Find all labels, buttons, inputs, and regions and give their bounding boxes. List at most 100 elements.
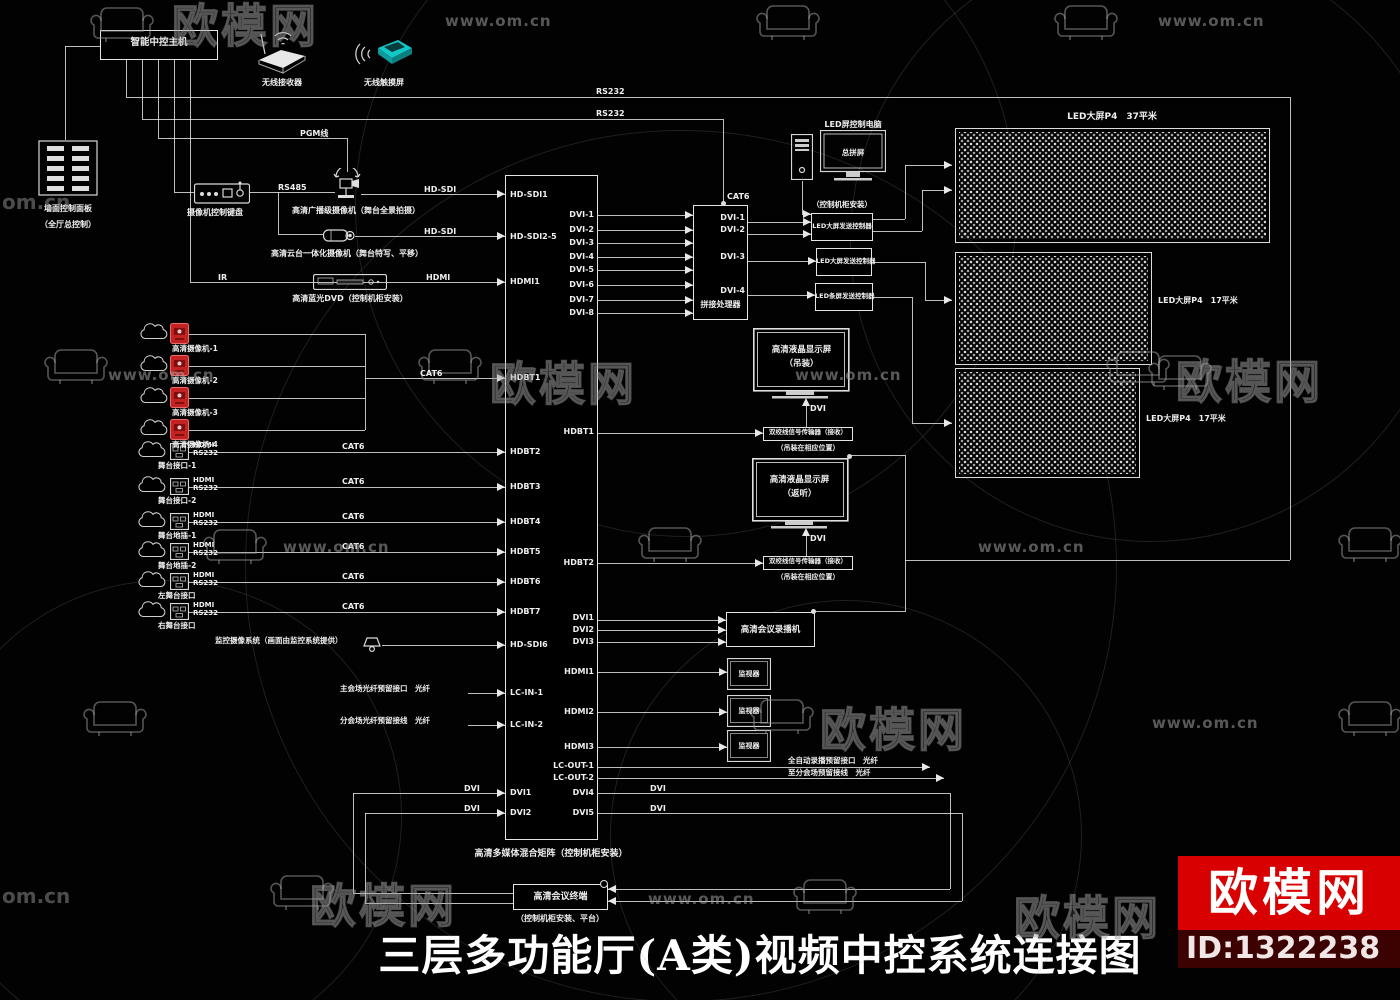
watermark-url: www.om.cn — [108, 366, 215, 384]
matrix-port-in: LC-IN-1 — [510, 688, 544, 697]
wire — [873, 231, 922, 232]
led-screen-3 — [955, 368, 1140, 478]
matrix-port-in: HDBT3 — [510, 482, 541, 491]
wire — [962, 813, 963, 901]
sofa-watermark-icon — [44, 346, 108, 386]
matrix-port-out: DVI4 — [572, 788, 594, 797]
junction-node — [600, 880, 608, 888]
hd-camera-4-label: 高清摄像机-4 — [172, 440, 218, 449]
wire — [347, 138, 348, 172]
sofa-watermark-icon — [793, 876, 857, 916]
sofa-watermark-icon — [270, 872, 334, 912]
wire — [748, 234, 811, 235]
lcd-monitor-1-label: 高清液晶显示屏 — [771, 345, 832, 355]
splitter-box — [693, 205, 748, 320]
cable-label-rs232: RS232 — [193, 609, 219, 617]
arrowhead — [685, 253, 693, 261]
watermark-brand: 欧模网 — [1013, 890, 1161, 945]
arrowhead — [497, 789, 505, 797]
computer-tower-icon — [790, 133, 814, 181]
led-screen-2 — [955, 252, 1152, 365]
wire — [748, 295, 815, 296]
hd-camera-4-icon — [170, 419, 189, 440]
lcd-monitor-2-label: 高清液晶显示屏 — [769, 475, 830, 485]
stage-plate-5-icon — [169, 572, 190, 591]
cable-label-cat6: CAT6 — [420, 369, 443, 378]
hd-camera-2-label: 高清摄像机-2 — [172, 376, 218, 385]
stage-plate-2-label: 舞台接口-2 — [158, 496, 197, 505]
lcd-monitor-2-note: （返听） — [782, 489, 817, 499]
arrowhead — [497, 608, 505, 616]
wire — [365, 334, 366, 430]
receiver-2-label: 双绞线信号传输器（接收） — [769, 557, 847, 565]
arrowhead — [944, 419, 952, 427]
matrix-port-in: HDBT2 — [510, 447, 541, 456]
arrowhead — [718, 616, 726, 624]
cable-label-hdmi: HDMI — [193, 441, 215, 449]
arrowhead — [755, 429, 763, 437]
small-monitor-3-label: 监视器 — [738, 742, 760, 750]
terminal-note: （控制机柜安装、平台） — [516, 914, 604, 923]
matrix-port-out: DVI-6 — [569, 280, 594, 289]
matrix-port-in: HD-SDI1 — [510, 190, 548, 199]
wire — [353, 793, 354, 893]
wire — [872, 262, 925, 263]
sofa-watermark-icon — [756, 2, 820, 42]
hd-camera-3-icon — [170, 387, 189, 408]
sofa-watermark-icon — [638, 524, 702, 564]
wire — [189, 522, 505, 523]
arrowhead — [497, 641, 505, 649]
wire — [905, 165, 906, 219]
receiver-1-label: 双绞线信号传输器（接收） — [769, 428, 847, 436]
splitter-port-out: DVI-3 — [720, 252, 745, 261]
matrix-port-out: DVI5 — [572, 808, 594, 817]
splitter-port-out: DVI-1 — [720, 213, 745, 222]
arrowhead — [944, 161, 952, 169]
wireless-touchpanel-icon — [352, 34, 414, 74]
matrix-port-out: LC-OUT-2 — [553, 773, 594, 782]
wall-panel-label: 墙面控制面板 — [44, 204, 92, 213]
stage-plate-2-icon — [169, 477, 190, 496]
stage-plate-1-icon — [169, 442, 190, 461]
junction-dot — [847, 454, 852, 459]
ptz-camera-icon — [322, 227, 355, 244]
wire — [355, 236, 505, 237]
arrowhead — [497, 448, 505, 456]
wire — [189, 398, 365, 399]
stage-plate-4-label: 舞台地插-2 — [158, 561, 197, 570]
wire — [174, 192, 195, 193]
matrix-port-out: LC-OUT-1 — [553, 761, 594, 770]
cable-label-hdmi: HDMI — [193, 476, 215, 484]
led-computer-label: LED屏控制电脑 — [824, 120, 882, 129]
wire — [905, 455, 906, 612]
wire — [174, 60, 175, 192]
wire — [1290, 97, 1291, 560]
rack-note: （控制机柜安装） — [812, 200, 872, 209]
arrowhead — [685, 281, 693, 289]
arrowhead — [808, 257, 816, 265]
lan-cloud-icon — [138, 321, 168, 342]
wire — [189, 334, 365, 335]
matrix-port-out: DVI-7 — [569, 295, 594, 304]
wire — [849, 455, 905, 456]
hd-camera-3-label: 高清摄像机-3 — [172, 408, 218, 417]
wire — [806, 400, 807, 427]
lan-cloud-icon — [136, 569, 166, 590]
wall-panel-note: （全厅总控制） — [40, 220, 96, 229]
arrowhead — [802, 528, 810, 536]
computer-monitor-icon — [819, 129, 887, 182]
receiver-1-note: （吊装在相应位置） — [776, 444, 840, 452]
arrowhead — [719, 743, 727, 751]
wire — [190, 60, 191, 282]
wire — [189, 366, 365, 367]
watermark-url: www.om.cn — [978, 538, 1085, 556]
wire — [250, 192, 335, 193]
matrix-port-out: DVI-8 — [569, 308, 594, 317]
wire — [598, 642, 726, 643]
wire — [189, 487, 505, 488]
sofa-watermark-icon — [750, 696, 814, 736]
cable-label-dvi: DVI — [464, 804, 480, 813]
matrix-port-in: DVI1 — [510, 788, 532, 797]
watermark-banner-brand: 欧模网 — [1178, 856, 1400, 930]
